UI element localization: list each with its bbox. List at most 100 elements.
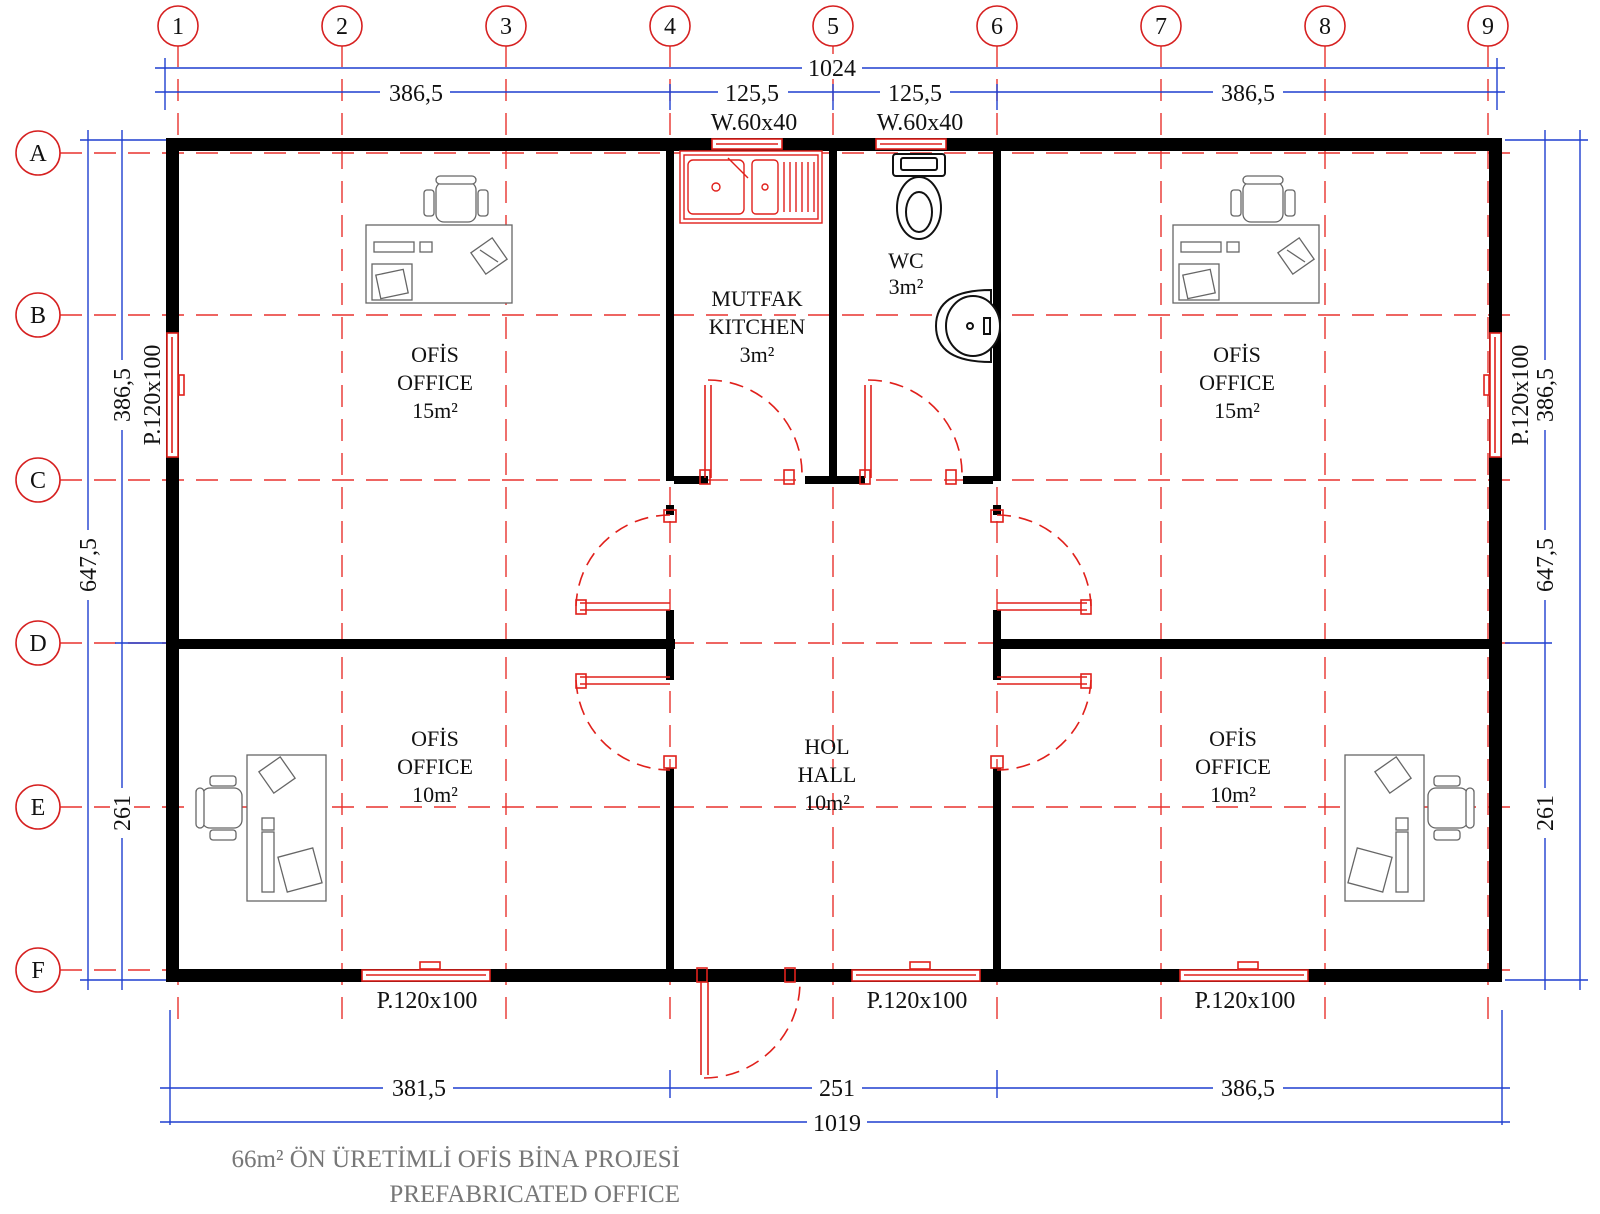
- room-name-en: OFFICE: [1195, 754, 1271, 779]
- dim-top-seg-3: 125,5: [888, 81, 942, 107]
- office-chair-icon: [1427, 775, 1475, 841]
- title-line-2: PREFABRICATED OFFICE: [389, 1181, 680, 1208]
- window-label-bottom-left: P.120x100: [377, 988, 478, 1014]
- office-desk-icon: [365, 224, 513, 304]
- windows: [166, 138, 1502, 982]
- door-office-top-left: [575, 509, 677, 615]
- window-label-wc: W.60x40: [877, 110, 963, 136]
- axis-label: 7: [1155, 14, 1167, 40]
- dim-top-seg-2: 125,5: [725, 81, 779, 107]
- dim-top-total: 1024: [808, 56, 856, 82]
- door-office-bottom-right: [990, 673, 1092, 771]
- dim-right-seg-1: 386,5: [1533, 368, 1559, 422]
- axis-marker-row-a: A: [15, 130, 61, 176]
- window-labels: W.60x40 W.60x40 P.120x100 P.120x100 P.12…: [140, 110, 1534, 1014]
- room-area: 10m²: [804, 790, 850, 815]
- room-name-en: OFFICE: [397, 370, 473, 395]
- room-name-tr: MUTFAK: [711, 286, 802, 311]
- dim-left-total: 647,5: [76, 538, 102, 592]
- axis-label: 2: [336, 14, 348, 40]
- door-kitchen: [699, 379, 803, 485]
- axis-marker-col-6: 6: [976, 5, 1018, 47]
- office-chair-icon: [1230, 175, 1296, 223]
- axis-marker-row-c: C: [15, 457, 61, 503]
- room-label-office-top-left: OFİS OFFICE 15m²: [397, 342, 473, 423]
- room-label-wc: WC 3m²: [888, 248, 923, 299]
- axis-label: 1: [172, 14, 184, 40]
- kitchen-sink-icon: [679, 150, 823, 224]
- window-bottom-right: [1179, 961, 1309, 982]
- office-desk-icon: [1172, 224, 1320, 304]
- axis-label: C: [30, 468, 46, 494]
- dim-top-seg-4: 386,5: [1221, 81, 1275, 107]
- window-label-bottom-center: P.120x100: [867, 988, 968, 1014]
- axis-marker-row-b: B: [15, 292, 61, 338]
- axis-label: 9: [1482, 14, 1494, 40]
- doors: [575, 379, 1092, 1079]
- window-right-wall: [1483, 332, 1502, 458]
- room-name-en: OFFICE: [397, 754, 473, 779]
- axis-label: A: [29, 141, 47, 167]
- room-label-office-top-right: OFİS OFFICE 15m²: [1199, 342, 1275, 423]
- door-entrance: [696, 967, 801, 1079]
- title-line-1: 66m² ÖN ÜRETİMLİ OFİS BİNA PROJESİ: [232, 1146, 681, 1173]
- door-wc: [859, 379, 963, 485]
- door-office-bottom-left: [575, 673, 677, 771]
- office-desk-icon: [246, 754, 327, 902]
- axis-marker-col-4: 4: [649, 5, 691, 47]
- axis-label: F: [31, 958, 44, 984]
- axis-marker-col-5: 5: [812, 5, 854, 47]
- column-axis-markers: 1 2 3 4 5 6 7 8 9: [157, 5, 1509, 47]
- window-wc-top: [875, 138, 947, 150]
- room-area: 10m²: [412, 782, 458, 807]
- dim-right-total: 647,5: [1533, 538, 1559, 592]
- window-label-left: P.120x100: [140, 345, 166, 446]
- washbasin-icon: [934, 288, 1001, 364]
- dim-bottom-seg-3: 386,5: [1221, 1076, 1275, 1102]
- dim-bottom-total: 1019: [813, 1111, 861, 1137]
- axis-marker-col-2: 2: [321, 5, 363, 47]
- window-kitchen-top: [711, 138, 783, 150]
- axis-marker-row-e: E: [15, 784, 61, 830]
- dim-left-seg-2: 261: [110, 795, 136, 831]
- room-label-office-bottom-left: OFİS OFFICE 10m²: [397, 726, 473, 807]
- room-label-office-bottom-right: OFİS OFFICE 10m²: [1195, 726, 1271, 807]
- office-chair-icon: [195, 775, 243, 841]
- axis-label: 4: [664, 14, 676, 40]
- door-office-top-right: [990, 509, 1092, 615]
- axis-label: 6: [991, 14, 1003, 40]
- room-name-tr: HOL: [804, 734, 849, 759]
- room-label-kitchen: MUTFAK KITCHEN 3m²: [709, 286, 806, 367]
- dim-top-seg-1: 386,5: [389, 81, 443, 107]
- office-chair-icon: [423, 175, 489, 223]
- drawing-title: 66m² ÖN ÜRETİMLİ OFİS BİNA PROJESİ PREFA…: [232, 1146, 681, 1208]
- room-area: 3m²: [889, 274, 924, 299]
- room-name-tr: OFİS: [411, 726, 459, 751]
- axis-marker-row-f: F: [15, 947, 61, 993]
- axis-label: 5: [827, 14, 839, 40]
- room-name-en: KITCHEN: [709, 314, 806, 339]
- room-area: 15m²: [1214, 398, 1260, 423]
- room-name-tr: OFİS: [1209, 726, 1257, 751]
- window-bottom-center: [851, 961, 981, 982]
- window-label-bottom-right: P.120x100: [1195, 988, 1296, 1014]
- axis-marker-col-7: 7: [1140, 5, 1182, 47]
- axis-marker-col-8: 8: [1304, 5, 1346, 47]
- axis-label: 3: [500, 14, 512, 40]
- axis-label: B: [30, 303, 46, 329]
- dim-bottom-seg-2: 251: [819, 1076, 855, 1102]
- room-name-tr: OFİS: [411, 342, 459, 367]
- window-bottom-left: [361, 961, 491, 982]
- room-name-en: OFFICE: [1199, 370, 1275, 395]
- room-area: 3m²: [740, 342, 775, 367]
- room-label-hall: HOL HALL 10m²: [798, 734, 857, 815]
- dim-right-seg-2: 261: [1533, 795, 1559, 831]
- room-area: 15m²: [412, 398, 458, 423]
- room-name-tr: WC: [888, 248, 923, 273]
- window-left-wall: [166, 332, 185, 458]
- dim-bottom-seg-1: 381,5: [392, 1076, 446, 1102]
- axis-marker-col-3: 3: [485, 5, 527, 47]
- dimension-labels: 1024 386,5 125,5 125,5 386,5 381,5 251 3…: [76, 54, 1559, 1137]
- room-area: 10m²: [1210, 782, 1256, 807]
